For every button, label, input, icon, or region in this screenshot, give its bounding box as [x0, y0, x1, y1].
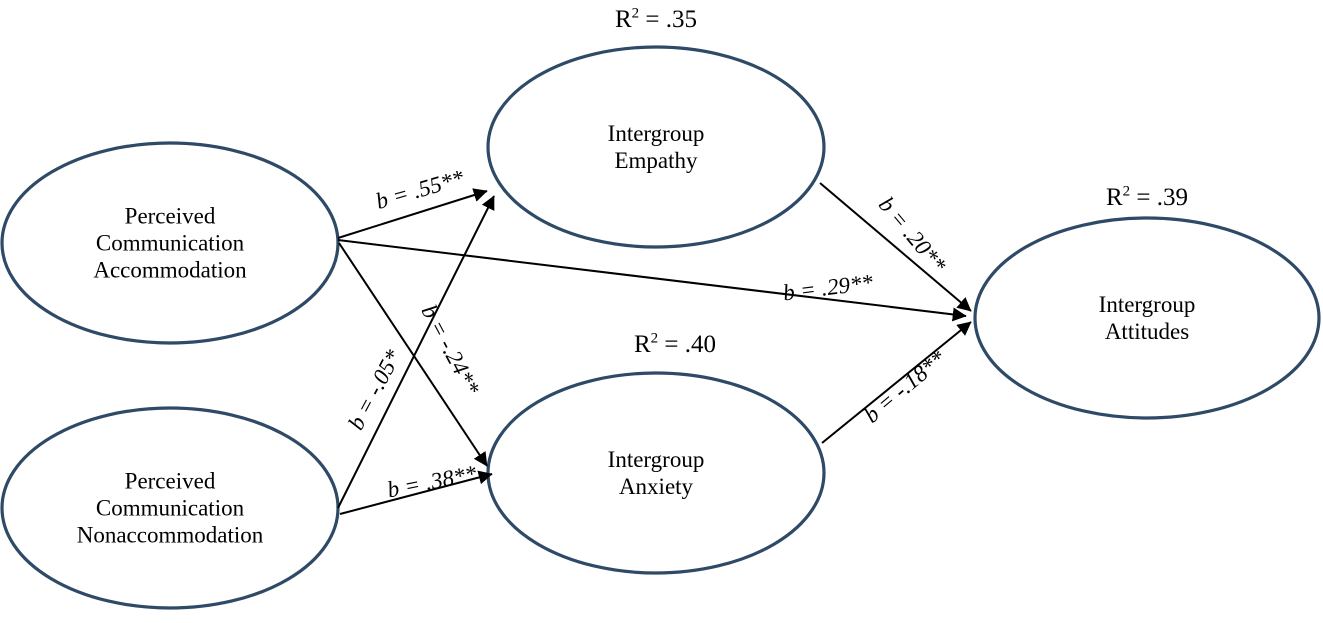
path-arrow-pca-empathy [337, 188, 488, 239]
r-squared-exponent: 2 [650, 330, 659, 347]
r-squared-exponent: 2 [1122, 183, 1131, 200]
node-intergroup-anxiety [486, 371, 826, 575]
r-squared-value: = .40 [658, 331, 717, 358]
r-squared-symbol: R [614, 6, 632, 33]
path-arrow-pca-anxiety [338, 242, 488, 467]
r-squared-value: = .35 [639, 6, 698, 33]
r-squared-label-anxiety: R2 = .40 [634, 331, 716, 359]
path-arrow-empathy-attitudes [819, 182, 972, 312]
r-squared-label-empathy: R2 = .35 [615, 6, 697, 34]
path-arrow-anxiety-attitudes [821, 321, 972, 444]
r-squared-symbol: R [1105, 184, 1123, 211]
r-squared-label-attitudes: R2 = .39 [1106, 184, 1188, 212]
path-arrow-pcn-empathy [337, 195, 495, 509]
node-perceived-communication-nonaccommodation [0, 406, 340, 610]
node-intergroup-attitudes [973, 216, 1321, 420]
r-squared-symbol: R [633, 331, 651, 358]
path-arrow-pca-attitudes [337, 239, 967, 322]
r-squared-exponent: 2 [631, 5, 640, 22]
path-arrow-pcn-anxiety [339, 470, 493, 515]
r-squared-value: = .39 [1130, 184, 1189, 211]
node-intergroup-empathy [486, 45, 826, 249]
node-perceived-communication-accommodation [0, 141, 340, 345]
